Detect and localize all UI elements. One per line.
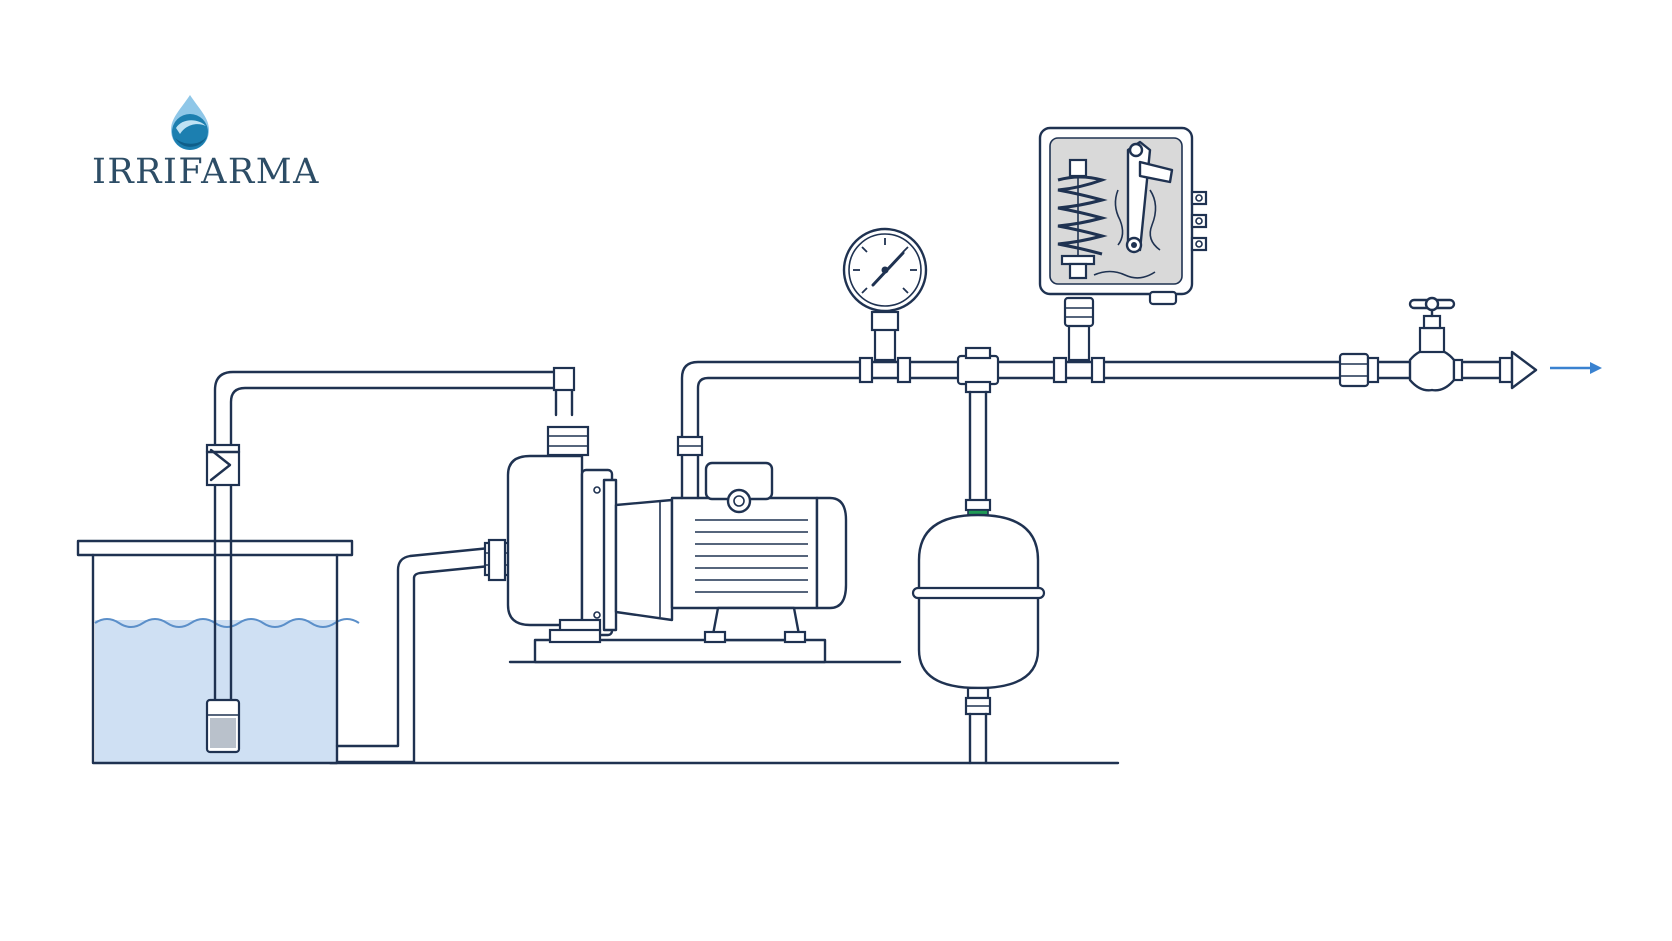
- suction-pipe: [213, 366, 576, 702]
- pump-inlet-pipe: [335, 538, 511, 764]
- centrifugal-pump: [506, 425, 827, 664]
- switch-terminal-screws: [1190, 190, 1208, 252]
- gate-valve: [1408, 296, 1464, 392]
- gauge-tee-fitting: [858, 310, 912, 384]
- discharge-pipe: [676, 360, 862, 500]
- union-fitting: [956, 346, 1000, 394]
- check-valve: [205, 443, 241, 487]
- outlet-union-fitting: [1338, 352, 1380, 388]
- motor-cooling-fins: [695, 519, 808, 593]
- valve-handle-icon: [1408, 296, 1456, 312]
- arrow-right-icon: [1550, 362, 1602, 374]
- pressure-spring: [1057, 158, 1108, 280]
- outlet-nozzle: [1498, 350, 1538, 390]
- foot-valve-strainer: [205, 698, 241, 754]
- expansion-tank: [911, 513, 1046, 765]
- switch-tee-fitting: [1052, 296, 1106, 384]
- water-surface-wave: [94, 618, 360, 628]
- pressure-switch: [1038, 126, 1208, 306]
- tank-feed-pipe: [964, 390, 992, 518]
- electric-motor: [670, 461, 848, 644]
- switch-lever-mechanism: [1093, 140, 1174, 279]
- brand-logo-text: IRRIFARMA: [92, 152, 320, 192]
- pressure-gauge-icon: [842, 227, 928, 313]
- water-drop-icon: [171, 95, 209, 150]
